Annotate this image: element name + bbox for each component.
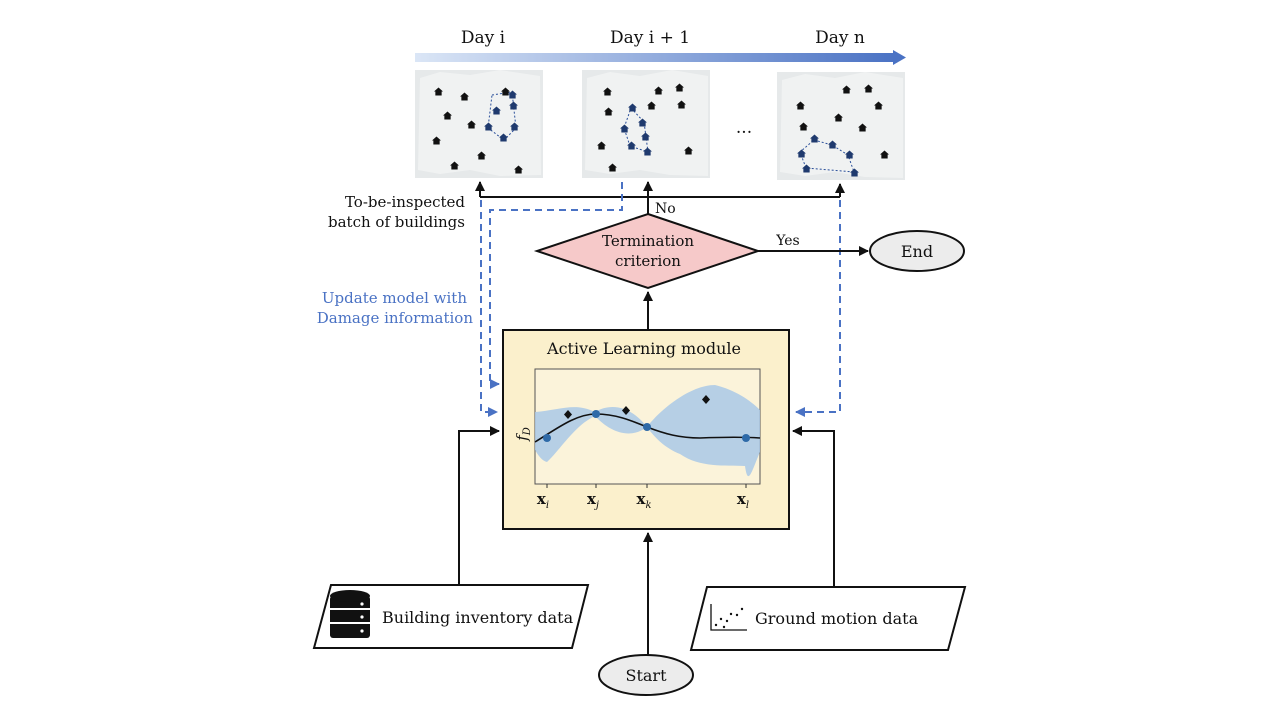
map-day-i-plus-1 bbox=[582, 70, 710, 178]
module-title: Active Learning module bbox=[546, 339, 741, 358]
map-day-n bbox=[777, 72, 905, 180]
ground-motion-label: Ground motion data bbox=[755, 609, 919, 628]
ground-motion-parallelogram bbox=[689, 586, 967, 651]
plot-x-tick-label: xl bbox=[737, 490, 749, 511]
end-label: End bbox=[901, 242, 933, 261]
update-model-label-line2: Damage information bbox=[317, 309, 474, 327]
candidate-point bbox=[564, 410, 572, 419]
damage-update-paths bbox=[480, 182, 841, 417]
route-polygon bbox=[487, 91, 517, 141]
end-node: End bbox=[869, 230, 965, 272]
dashed-update-path-3 bbox=[795, 200, 841, 417]
observed-point bbox=[742, 434, 750, 442]
update-model-label-line1: Update model with bbox=[322, 289, 467, 307]
gp-plot: fD xi xj xk xl bbox=[513, 368, 761, 511]
start-ellipse bbox=[598, 654, 694, 696]
candidate-point bbox=[702, 395, 710, 404]
inventory-parallelogram bbox=[312, 584, 590, 649]
dashed-update-path-2 bbox=[489, 182, 623, 389]
database-icon bbox=[330, 590, 370, 638]
termination-criterion-node: Termination criterion bbox=[533, 212, 762, 290]
ground-motion-node: Ground motion data bbox=[689, 586, 967, 651]
start-label: Start bbox=[625, 666, 667, 685]
no-loop-connectors bbox=[475, 181, 845, 214]
day-n-label: Day n bbox=[815, 28, 865, 48]
end-ellipse bbox=[869, 230, 965, 272]
inventory-to-module-arrow bbox=[458, 426, 500, 585]
timeline-arrowhead bbox=[893, 50, 906, 65]
to-be-inspected-label-line2: batch of buildings bbox=[328, 213, 465, 231]
termination-diamond bbox=[533, 212, 762, 290]
day-i-label: Day i bbox=[461, 28, 506, 48]
plot-x-tick-label: xk bbox=[636, 490, 651, 511]
plot-x-tick-label: xi bbox=[537, 490, 549, 511]
candidate-point bbox=[622, 406, 630, 415]
timeline-ellipsis: ... bbox=[736, 118, 752, 138]
observed-point bbox=[543, 434, 551, 442]
to-be-inspected-label-line1: To-be-inspected bbox=[345, 193, 465, 211]
scatter-plot-icon bbox=[710, 604, 747, 631]
timeline: Day i Day i + 1 Day n bbox=[415, 28, 906, 65]
plot-y-label: fD bbox=[513, 427, 533, 442]
timeline-bar bbox=[415, 53, 895, 62]
observed-point bbox=[592, 410, 600, 418]
active-learning-module: Active Learning module fD xi xj xk xl bbox=[502, 329, 790, 530]
termination-label-line2: criterion bbox=[615, 252, 681, 270]
plot-x-tick-label: xj bbox=[587, 490, 599, 511]
inventory-label: Building inventory data bbox=[382, 608, 574, 627]
yes-label: Yes bbox=[775, 233, 800, 249]
no-label: No bbox=[655, 201, 676, 217]
termination-label-line1: Termination bbox=[602, 232, 694, 250]
ground-motion-to-module-arrow bbox=[792, 426, 835, 587]
day-i-plus-1-label: Day i + 1 bbox=[610, 28, 690, 48]
dashed-update-path-1 bbox=[480, 200, 498, 417]
start-node: Start bbox=[598, 654, 694, 696]
building-inventory-node: Building inventory data bbox=[312, 584, 590, 649]
map-day-i bbox=[415, 70, 543, 178]
observed-point bbox=[643, 423, 651, 431]
uncertainty-band bbox=[535, 385, 760, 477]
